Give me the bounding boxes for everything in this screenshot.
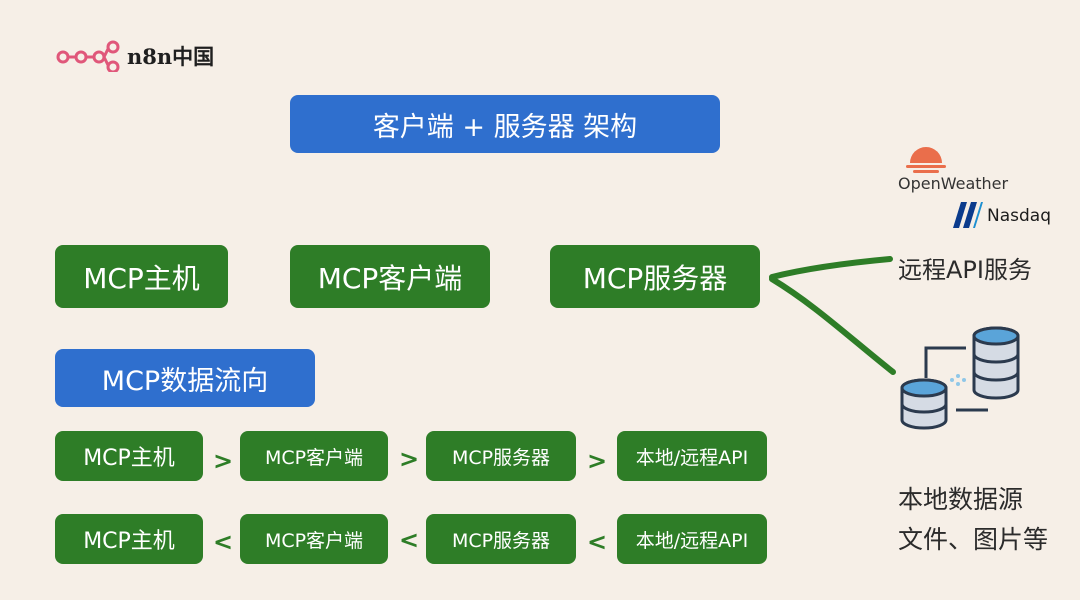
flow-row1-arrow-2: > xyxy=(399,445,420,473)
connector-to-remote-api xyxy=(769,256,893,280)
flow-row2-host-label: MCP主机 xyxy=(83,529,175,554)
flow-row2-arrow-1: < xyxy=(213,528,234,556)
nasdaq-brand: Nasdaq xyxy=(987,206,1051,226)
mcp-server-node: MCP服务器 xyxy=(550,245,760,308)
nasdaq-logo-icon xyxy=(953,202,983,228)
data-flow-title-text: MCP数据流向 xyxy=(101,365,269,397)
database-icon xyxy=(900,326,1020,430)
connector-to-local-data xyxy=(769,276,896,375)
openweather-sun-icon xyxy=(906,147,946,173)
remote-api-label: 远程API服务 xyxy=(898,256,1032,284)
flow-row1-server-label: MCP服务器 xyxy=(451,446,551,469)
n8n-logo-icon xyxy=(56,40,120,72)
architecture-title: 客户端 + 服务器 架构 xyxy=(290,95,720,153)
flow-row2-api: 本地/远程API xyxy=(617,514,767,564)
openweather-brand: OpenWeather xyxy=(898,174,1009,193)
mcp-client-node: MCP客户端 xyxy=(290,245,490,308)
mcp-client-label: MCP客户端 xyxy=(317,261,463,295)
data-flow-title: MCP数据流向 xyxy=(55,349,315,407)
flow-row1-host: MCP主机 xyxy=(55,431,203,481)
flow-row2-client: MCP客户端 xyxy=(240,514,388,564)
flow-row1-arrow-3: > xyxy=(587,447,608,475)
logo-text: n8n中国 xyxy=(127,44,215,69)
flow-row2-api-label: 本地/远程API xyxy=(635,529,749,552)
flow-row2-host: MCP主机 xyxy=(55,514,203,564)
flow-row2-server-label: MCP服务器 xyxy=(451,529,551,552)
flow-row1-api-label: 本地/远程API xyxy=(635,446,749,469)
mcp-host-node: MCP主机 xyxy=(55,245,228,308)
flow-row1-client-label: MCP客户端 xyxy=(264,446,364,469)
flow-row2-arrow-2: < xyxy=(399,526,420,554)
flow-row2-client-label: MCP客户端 xyxy=(264,529,364,552)
flow-row2-arrow-3: < xyxy=(587,528,608,556)
local-data-label-line1: 本地数据源 xyxy=(898,485,1024,514)
mcp-server-label: MCP服务器 xyxy=(582,261,728,295)
architecture-title-text: 客户端 + 服务器 架构 xyxy=(372,111,638,143)
local-data-label-line2: 文件、图片等 xyxy=(898,525,1049,554)
mcp-host-label: MCP主机 xyxy=(83,261,200,295)
flow-row1-host-label: MCP主机 xyxy=(83,446,175,471)
flow-row1-server: MCP服务器 xyxy=(426,431,576,481)
flow-row1-client: MCP客户端 xyxy=(240,431,388,481)
logo: n8n中国 xyxy=(55,40,214,72)
flow-row1-arrow-1: > xyxy=(213,447,234,475)
flow-row2-server: MCP服务器 xyxy=(426,514,576,564)
flow-row1-api: 本地/远程API xyxy=(617,431,767,481)
